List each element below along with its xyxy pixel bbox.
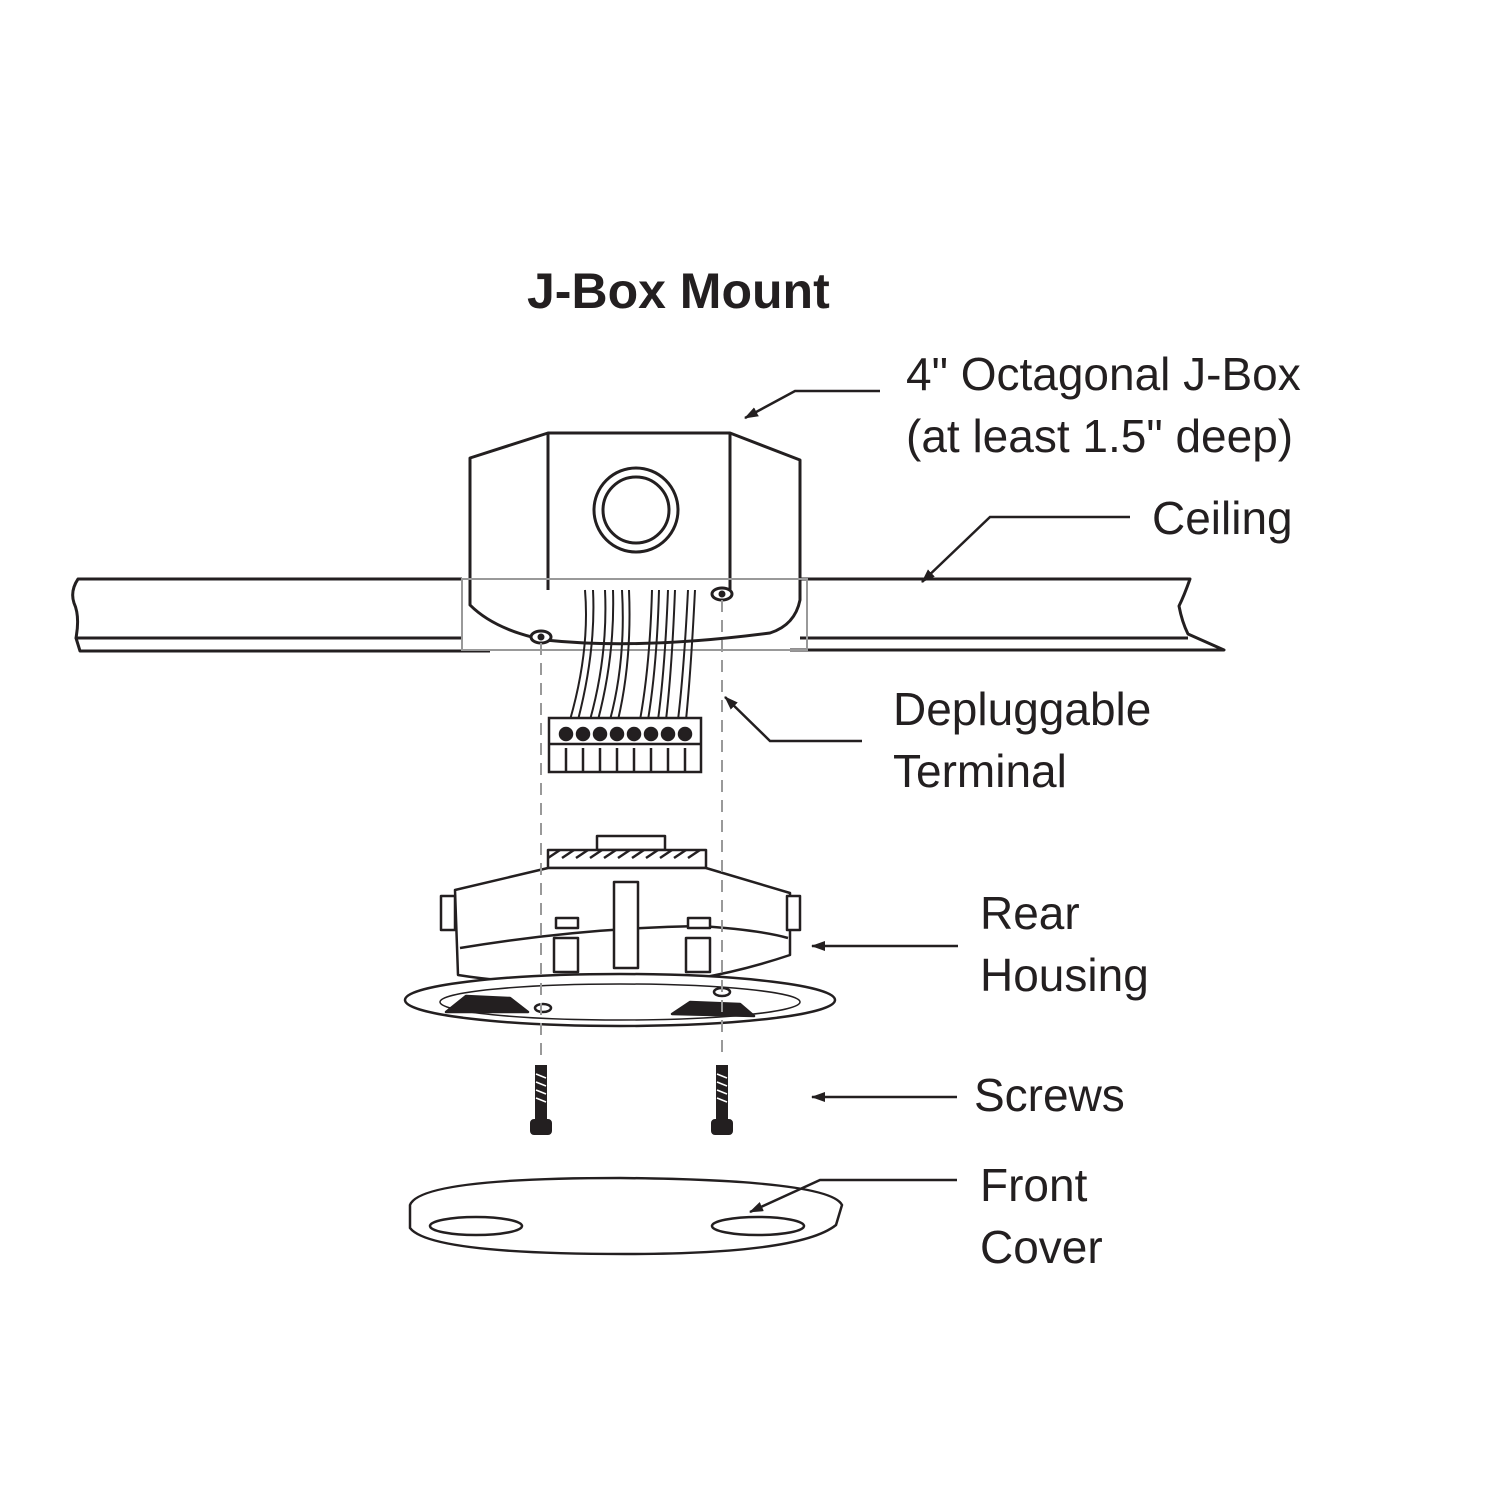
- ceiling-leader: [921, 515, 1130, 583]
- jbox-label-line1: 4" Octagonal J-Box: [906, 348, 1301, 400]
- terminal-leader: [724, 696, 862, 743]
- octagonal-jbox: [468, 431, 802, 646]
- jbox-label: 4" Octagonal J-Box (at least 1.5" deep): [906, 343, 1301, 467]
- front-cover: [408, 1176, 844, 1256]
- terminal-label-line2: Terminal: [893, 745, 1067, 797]
- terminal-label-line1: Depluggable: [893, 683, 1152, 735]
- front-cover-label-line2: Cover: [980, 1221, 1103, 1273]
- ceiling-board: [71, 577, 1226, 653]
- wire-bundle: [569, 589, 696, 721]
- rear-housing-label-line1: Rear: [980, 887, 1080, 939]
- front-cover-label: Front Cover: [980, 1154, 1103, 1278]
- depluggable-terminal: [547, 716, 703, 774]
- leader-arrows: [724, 389, 1130, 1214]
- front-cover-leader: [749, 1178, 957, 1214]
- screws: [530, 1065, 733, 1135]
- front-cover-label-line1: Front: [980, 1159, 1088, 1211]
- rear-housing: [403, 834, 837, 1028]
- ceiling-cutout-outline: [461, 578, 808, 651]
- jbox-leader: [744, 389, 880, 420]
- alignment-guides: [540, 600, 723, 1060]
- diagram-title: J-Box Mount: [527, 263, 830, 319]
- rear-housing-label-line2: Housing: [980, 949, 1149, 1001]
- jbox-label-line2: (at least 1.5" deep): [906, 410, 1294, 462]
- ceiling-label: Ceiling: [1152, 492, 1293, 544]
- screws-label: Screws: [974, 1069, 1125, 1121]
- rear-housing-label: Rear Housing: [980, 882, 1149, 1006]
- terminal-label: Depluggable Terminal: [893, 678, 1151, 802]
